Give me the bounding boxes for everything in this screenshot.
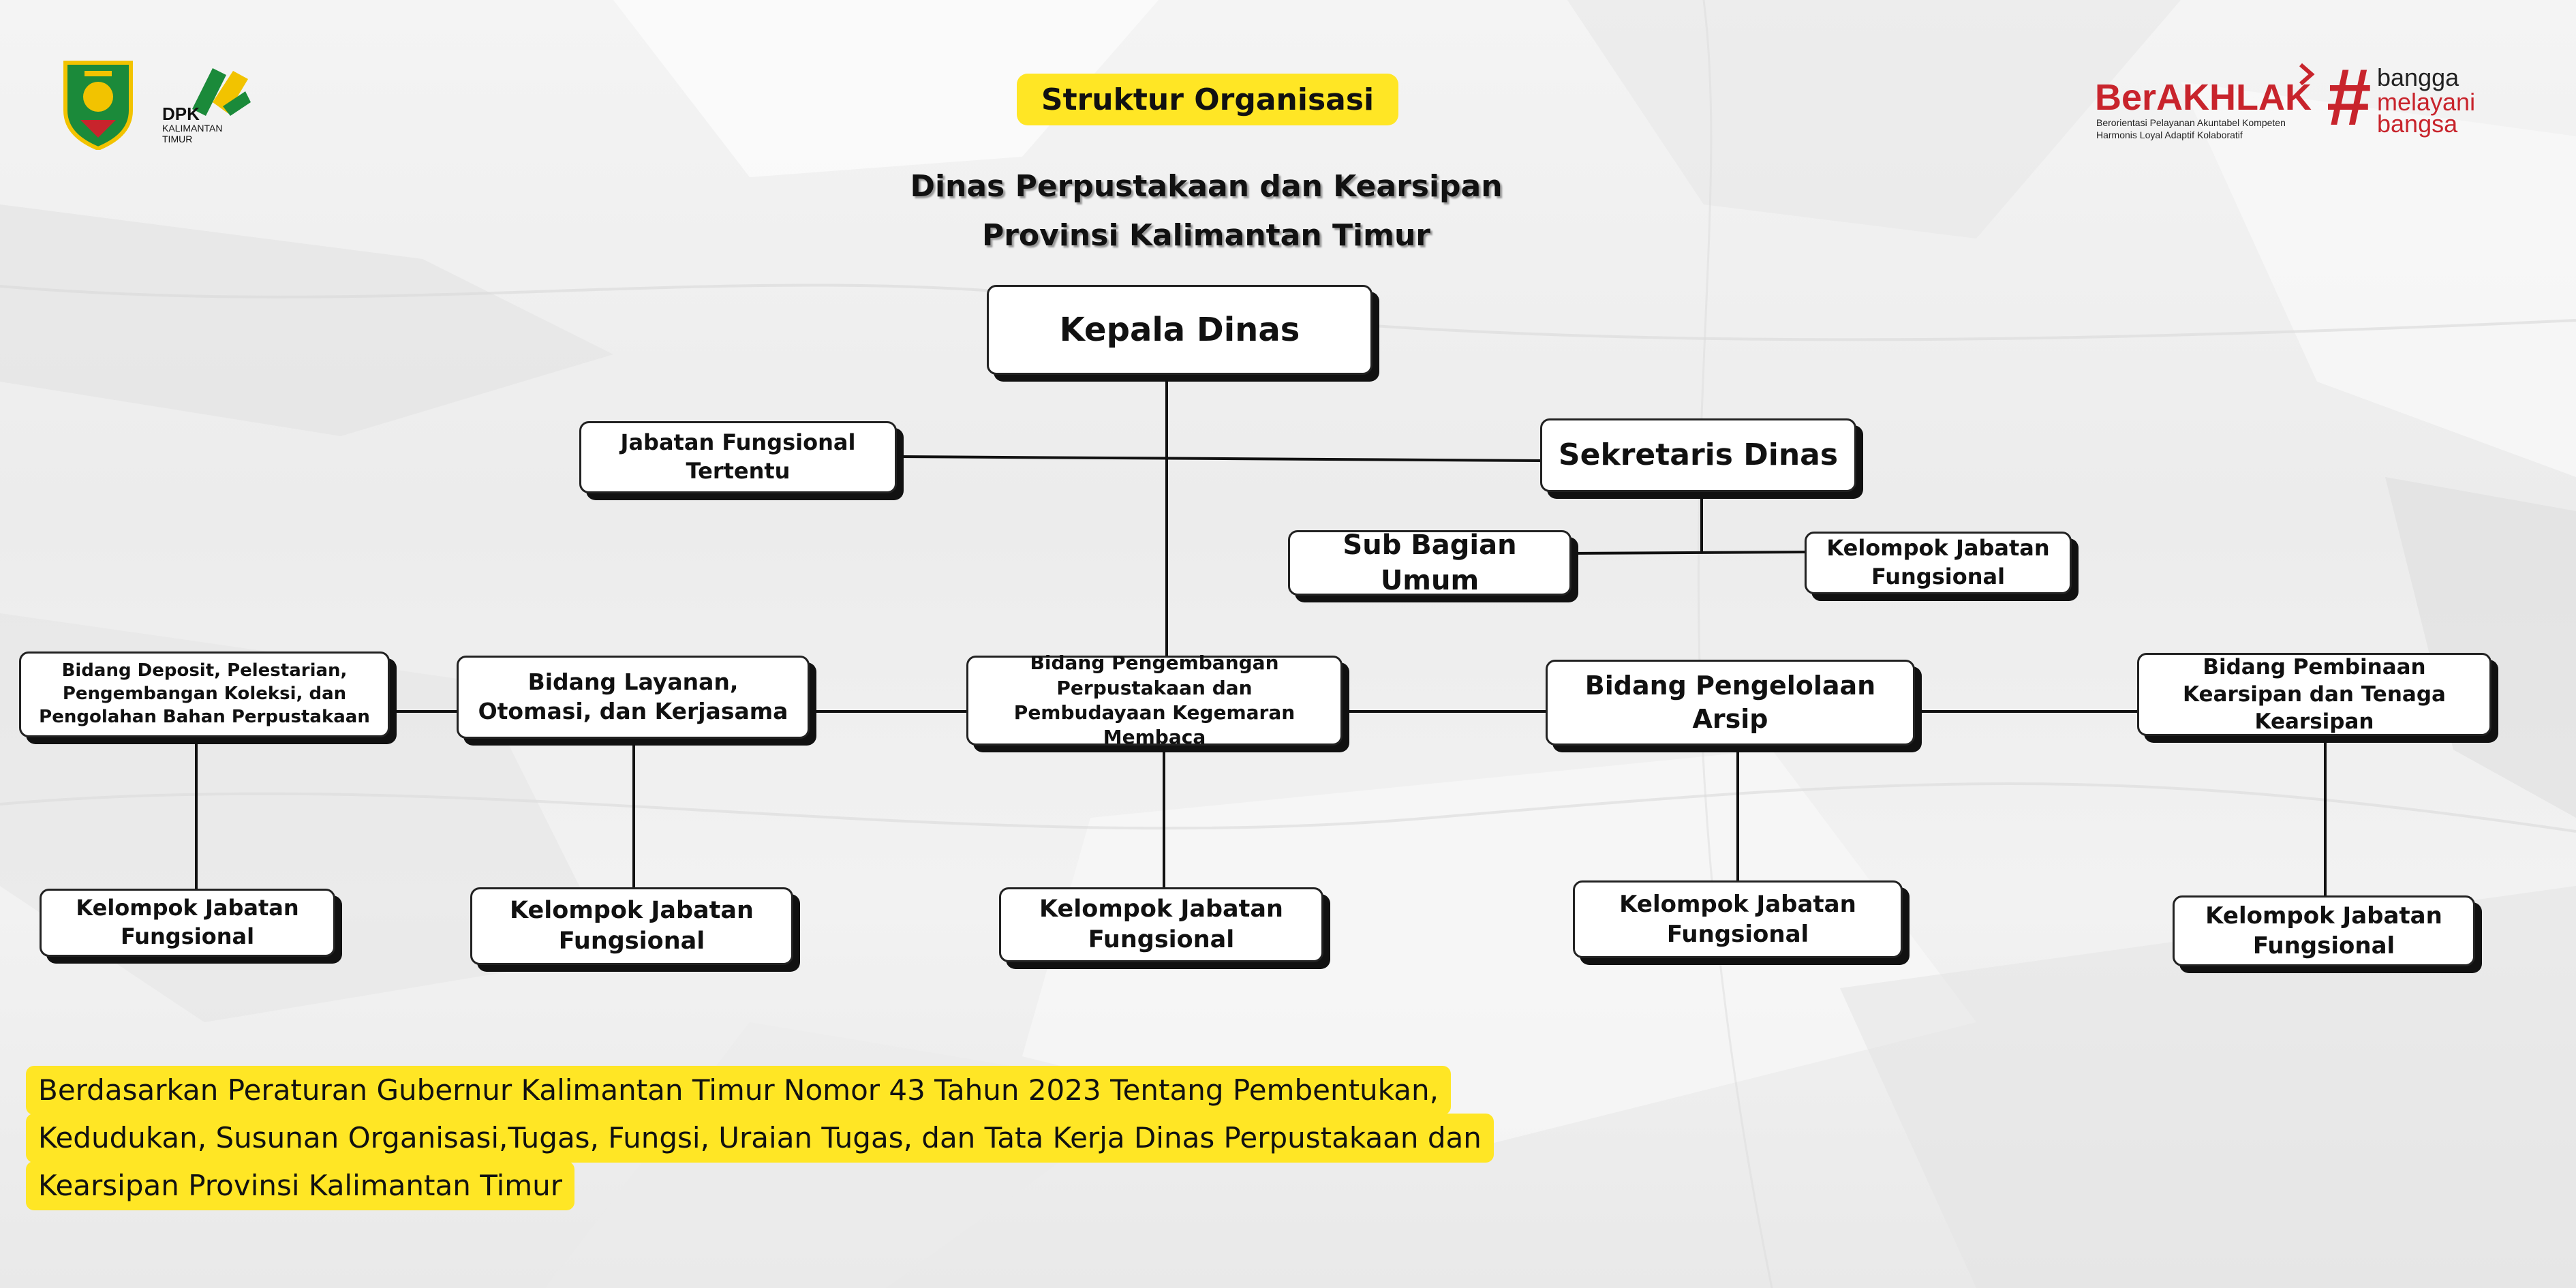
footer-text-line-1: Berdasarkan Peraturan Gubernur Kalimanta…: [26, 1066, 1451, 1115]
page-subtitle: Dinas Perpustakaan dan Kearsipan Provins…: [852, 162, 1561, 260]
bidang-label: Bidang Deposit, Pelestarian, Pengembanga…: [39, 660, 370, 727]
bidang-label: Bidang Pengembangan Perpustakaan dan Pem…: [1013, 651, 1295, 749]
footer-text-line-3: Kearsipan Provinsi Kalimantan Timur: [26, 1161, 575, 1210]
jabatan-fungsional-tertentu-box: Jabatan Fungsional Tertentu: [579, 421, 897, 493]
dpk-logo-name: DPK: [162, 104, 200, 124]
bidang-box: Bidang Layanan, Otomasi, dan Kerjasama: [457, 656, 810, 739]
footer-text-line-2: Kedudukan, Susunan Organisasi,Tugas, Fun…: [26, 1114, 1494, 1163]
bidang-label: Bidang Pengelolaan Arsip: [1584, 670, 1876, 734]
dpk-logo-sub2: TIMUR: [162, 134, 193, 144]
sub-bagian-umum-box: Sub Bagian Umum: [1288, 530, 1571, 596]
hashtag-icon: #: [2327, 52, 2372, 142]
bidang-label: Bidang Pembinaan Kearsipan dan Tenaga Ke…: [2183, 654, 2446, 735]
sekretaris-dinas-label: Sekretaris Dinas: [1558, 438, 1839, 473]
berakhlak-tagline-1: Berorientasi Pelayanan Akuntabel Kompete…: [2096, 117, 2286, 128]
kelompok-jabatan-label: Kelompok Jabatan Fungsional: [76, 895, 299, 949]
kelompok-jabatan-box: Kelompok Jabatan Fungsional: [1573, 880, 1903, 958]
berakhlak-logo: BerAKHLAK: [2095, 77, 2312, 118]
dpk-logo-sub1: KALIMANTAN: [162, 123, 223, 134]
bangga-logo-line2: melayani: [2377, 88, 2476, 116]
sub-bagian-umum-label: Sub Bagian Umum: [1343, 530, 1517, 596]
bidang-box: Bidang Pengembangan Perpustakaan dan Pem…: [966, 651, 1343, 748]
kelompok-jabatan-label: Kelompok Jabatan Fungsional: [1039, 895, 1283, 954]
berakhlak-tagline-2: Harmonis Loyal Adaptif Kolaboratif: [2096, 129, 2243, 140]
kepala-dinas-box: Kepala Dinas: [987, 285, 1373, 375]
bidang-box: Bidang Pembinaan Kearsipan dan Tenaga Ke…: [2137, 653, 2491, 736]
jabatan-fungsional-tertentu-label: Jabatan Fungsional Tertentu: [620, 429, 856, 484]
subtitle-line-1: Dinas Perpustakaan dan Kearsipan: [910, 169, 1503, 204]
subtitle-line-2: Provinsi Kalimantan Timur: [981, 218, 1430, 253]
kaltim-province-logo: [60, 57, 136, 151]
kelompok-jabatan-label: Kelompok Jabatan Fungsional: [1619, 890, 1856, 948]
kepala-dinas-label: Kepala Dinas: [1059, 310, 1300, 349]
kelompok-jabatan-box: Kelompok Jabatan Fungsional: [2173, 895, 2475, 966]
bangga-logo-line3: bangsa: [2377, 110, 2458, 138]
bidang-box: Bidang Pengelolaan Arsip: [1546, 660, 1915, 746]
berakhlak-chevron-icon: [2298, 63, 2316, 86]
bidang-box: Bidang Deposit, Pelestarian, Pengembanga…: [19, 651, 390, 737]
sekretariat-kelompok-box: Kelompok Jabatan Fungsional: [1805, 532, 2072, 594]
kelompok-jabatan-label: Kelompok Jabatan Fungsional: [510, 896, 754, 955]
kelompok-jabatan-box: Kelompok Jabatan Fungsional: [999, 887, 1323, 962]
sekretaris-dinas-box: Sekretaris Dinas: [1540, 418, 1856, 492]
kelompok-jabatan-box: Kelompok Jabatan Fungsional: [470, 887, 793, 965]
sekretariat-kelompok-label: Kelompok Jabatan Fungsional: [1826, 535, 2050, 589]
bidang-label: Bidang Layanan, Otomasi, dan Kerjasama: [478, 669, 788, 724]
kelompok-jabatan-label: Kelompok Jabatan Fungsional: [2205, 902, 2442, 960]
dpk-logo-icon: [185, 61, 254, 123]
bangga-logo-line1: bangga: [2377, 63, 2459, 91]
kelompok-jabatan-box: Kelompok Jabatan Fungsional: [40, 889, 335, 957]
page-title: Struktur Organisasi: [1017, 74, 1398, 125]
